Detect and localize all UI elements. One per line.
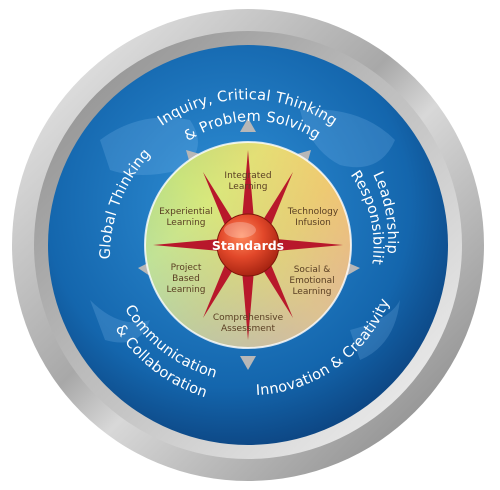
inner-labels: Integrated Learning Technology Infusion …: [159, 171, 339, 334]
label-assessment-1: Comprehensive: [213, 313, 284, 323]
world-map-pattern: [90, 109, 400, 360]
label-social-1: Social &: [294, 265, 331, 275]
center-ball: [216, 213, 280, 277]
label-social-2: Emotional: [289, 276, 334, 286]
star-rays: [153, 150, 343, 340]
label-project-2: Based: [172, 274, 200, 284]
label-integrated-1: Integrated: [224, 171, 271, 181]
label-integrated-2: Learning: [228, 182, 267, 192]
label-technology-2: Infusion: [295, 218, 331, 228]
label-project-1: Project: [171, 263, 202, 273]
label-assessment-2: Assessment: [221, 324, 275, 334]
label-technology-1: Technology: [287, 207, 339, 217]
label-experiential-1: Experiential: [159, 207, 213, 217]
center-label: Standards: [212, 238, 284, 253]
label-experiential-2: Learning: [166, 218, 205, 228]
label-project-3: Learning: [166, 285, 205, 295]
label-social-3: Learning: [292, 287, 331, 297]
